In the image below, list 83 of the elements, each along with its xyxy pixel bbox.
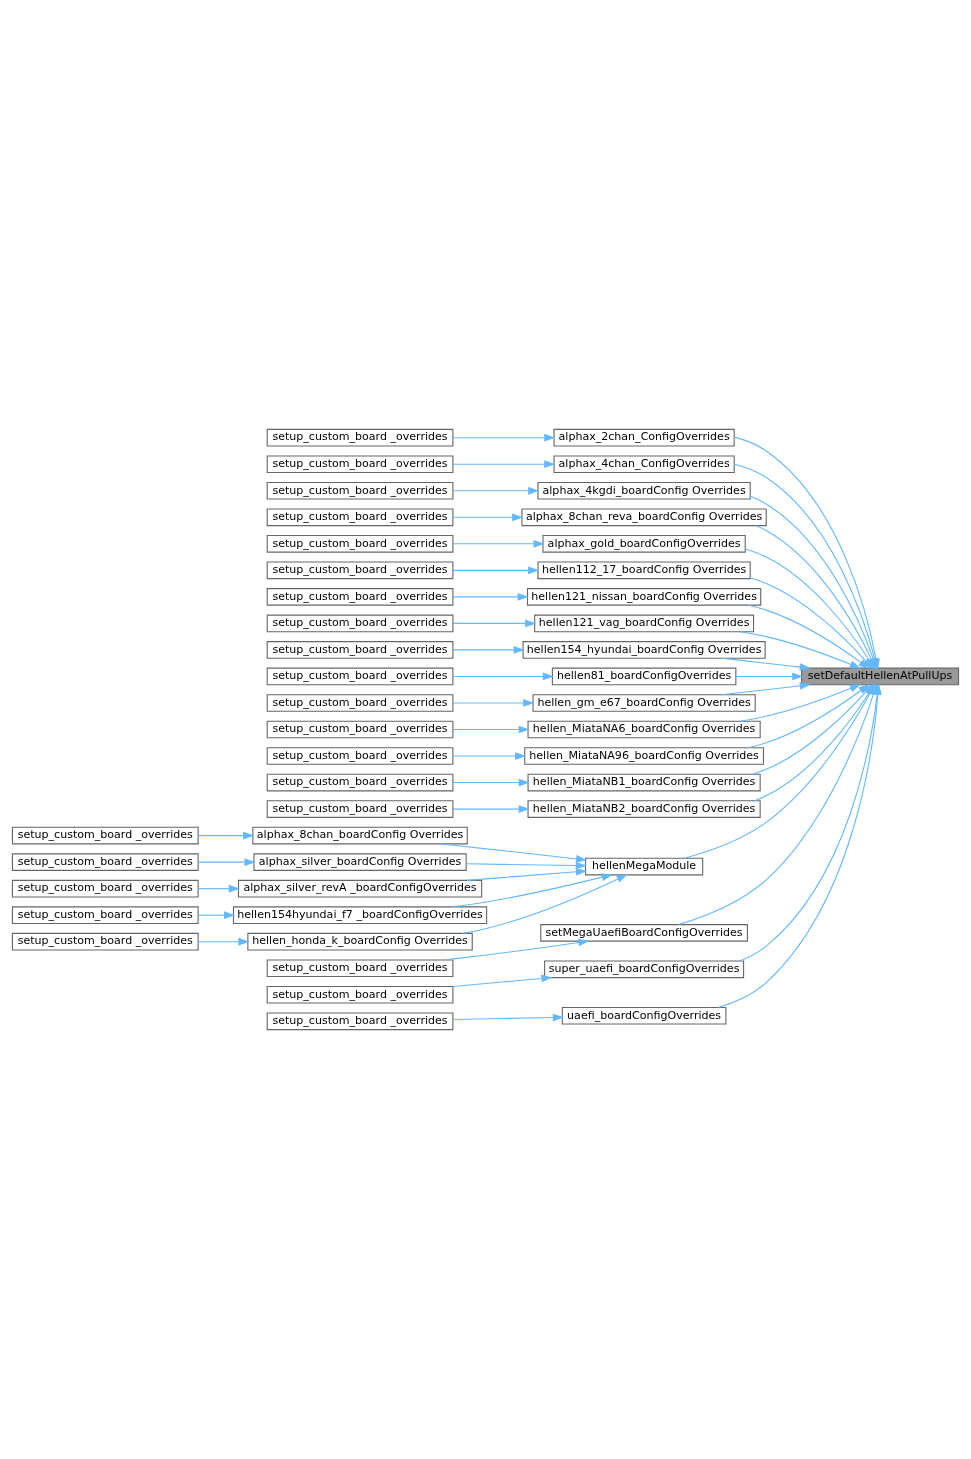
arrow <box>739 684 861 722</box>
node-box: hellen_MiataNA96_boardConfig Overrides <box>524 747 765 765</box>
arrow <box>197 937 250 946</box>
arrow <box>452 778 530 787</box>
arrow <box>452 460 556 469</box>
node-box: setup_custom_board _overrides <box>266 667 454 686</box>
node-box: setup_custom_board _overrides <box>266 720 454 739</box>
node-box: setup_custom_board _overrides <box>266 534 454 553</box>
node-box: super_uaefi_boardConfigOverrides <box>544 960 745 979</box>
node-box: setup_custom_board _overrides <box>266 985 454 1004</box>
node-box: setup_custom_board _overrides <box>11 906 199 925</box>
arrow <box>452 699 535 707</box>
node-box: setMegaUaefiBoardConfigOverrides <box>540 924 748 942</box>
node-box: hellen_gm_e67_boardConfig Overrides <box>532 694 756 712</box>
node-box: hellen121_nissan_boardConfig Overrides <box>526 588 762 606</box>
arrow <box>452 539 545 548</box>
node-box: setup_custom_board _overrides <box>266 614 454 633</box>
arrow <box>452 566 540 575</box>
node-box: setup_custom_board _overrides <box>266 1012 454 1031</box>
arrow <box>721 681 811 696</box>
arrow <box>197 831 255 840</box>
arrow <box>452 486 540 495</box>
node-box: setup_custom_board _overrides <box>266 561 454 580</box>
node-box: hellen81_boardConfigOverrides <box>551 667 737 686</box>
node-box: hellen_honda_k_boardConfig Overrides <box>247 932 473 951</box>
arrow <box>739 631 861 669</box>
arrow <box>452 433 556 442</box>
node-box: alphax_gold_boardConfigOverrides <box>542 534 746 553</box>
node-box: setup_custom_board _overrides <box>266 641 454 659</box>
node-box: hellenMegaModule <box>584 857 704 876</box>
node-box: setup_custom_board _overrides <box>266 959 454 978</box>
node-box: setup_custom_board _overrides <box>266 508 454 527</box>
node-box: hellen_MiataNB2_boardConfig Overrides <box>527 800 761 818</box>
node-box: alphax_4chan_ConfigOverrides <box>553 455 735 474</box>
arrow <box>452 805 530 813</box>
arrow <box>451 873 613 908</box>
arrow <box>452 725 530 734</box>
node-box: alphax_8chan_boardConfig Overrides <box>252 826 468 845</box>
arrow <box>452 752 527 760</box>
node-box: hellen112_17_boardConfig Overrides <box>537 561 751 580</box>
node-box: hellen_MiataNA6_boardConfig Overrides <box>527 720 761 739</box>
arrow <box>462 874 628 934</box>
arrow <box>747 604 870 669</box>
node-box: hellen154_hyundai_boardConfig Overrides <box>522 641 766 659</box>
node-box: setDefaultHellenAtPullUps <box>801 667 960 686</box>
node-box: setup_custom_board _overrides <box>11 932 199 951</box>
node-box: setup_custom_board _overrides <box>266 481 454 500</box>
node-box: uaefi_boardConfigOverrides <box>561 1006 727 1025</box>
arrow <box>721 657 811 671</box>
node-box: setup_custom_board _overrides <box>266 428 454 447</box>
arrow <box>747 683 870 749</box>
node-box: alphax_4kgdi_boardConfig Overrides <box>537 481 751 500</box>
arrow <box>197 884 240 893</box>
arrow <box>465 861 587 870</box>
arrow <box>452 1013 564 1022</box>
arrow <box>452 513 524 522</box>
node-box: setup_custom_board _overrides <box>266 588 454 606</box>
node-box: setup_custom_board _overrides <box>11 879 199 898</box>
node-box: alphax_2chan_ConfigOverrides <box>553 428 735 447</box>
node-box: setup_custom_board _overrides <box>11 826 199 845</box>
node-box: alphax_8chan_reva_boardConfig Overrides <box>521 508 767 527</box>
arrow <box>442 938 590 961</box>
node-box: hellen121_vag_boardConfig Overrides <box>534 614 755 633</box>
node-box: hellen154hyundai_f7 _boardConfigOverrides <box>232 906 488 925</box>
arrow <box>452 672 554 681</box>
node-box: setup_custom_board _overrides <box>266 455 454 474</box>
arrow <box>452 974 553 988</box>
arrow <box>735 672 804 681</box>
node-box: hellen_MiataNB1_boardConfig Overrides <box>527 773 761 792</box>
arrow <box>466 867 587 881</box>
arrow <box>197 911 236 920</box>
arrow <box>452 593 529 601</box>
node-box: alphax_silver_revA _boardConfigOverrides <box>237 879 483 898</box>
node-box: setup_custom_board _overrides <box>11 853 199 871</box>
arrow <box>439 843 588 863</box>
arrow <box>452 619 537 628</box>
node-box: setup_custom_board _overrides <box>266 694 454 712</box>
node-box: alphax_silver_boardConfig Overrides <box>253 853 467 871</box>
node-box: setup_custom_board _overrides <box>266 747 454 765</box>
arrow <box>452 646 525 654</box>
node-box: setup_custom_board _overrides <box>266 800 454 818</box>
arrow <box>197 858 256 866</box>
node-box: setup_custom_board _overrides <box>266 773 454 792</box>
